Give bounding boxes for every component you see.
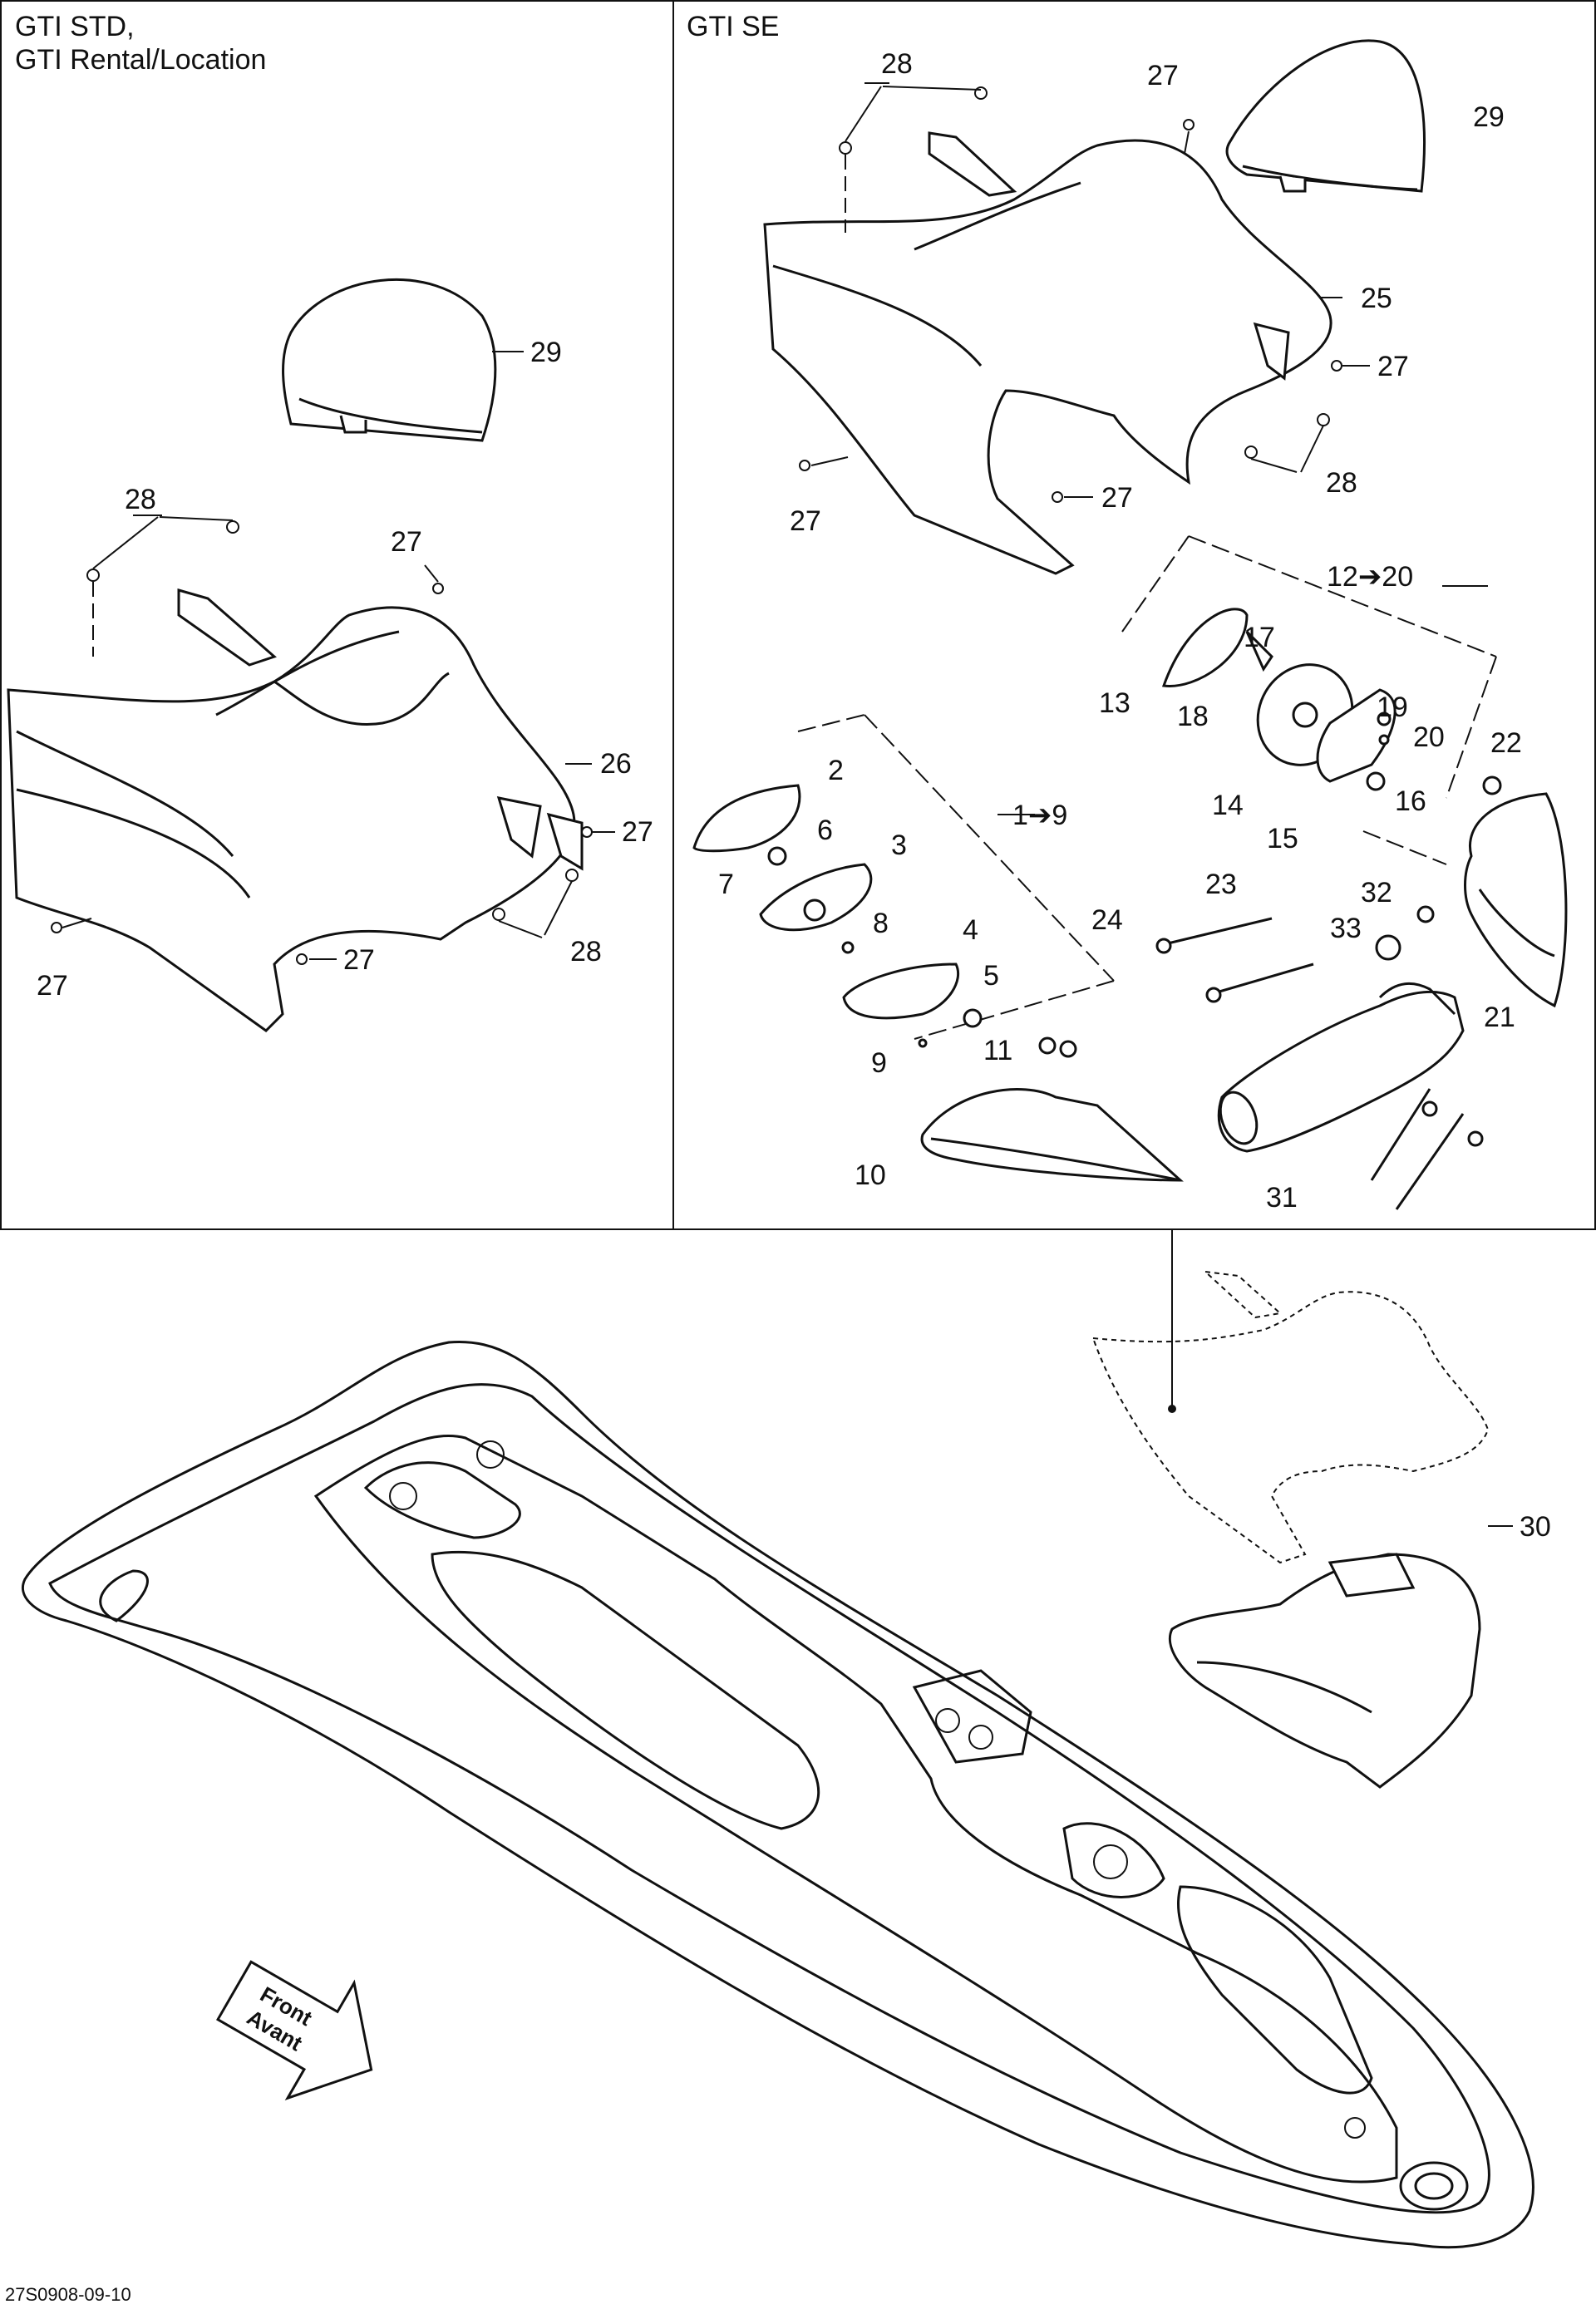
part-30	[1168, 1553, 1481, 1789]
callout-29: 29	[1473, 101, 1505, 133]
callout-27: 27	[343, 944, 375, 976]
callout-26: 26	[600, 748, 632, 780]
callout-28: 28	[570, 936, 602, 967]
callout-33: 33	[1330, 913, 1362, 944]
callout-4: 4	[963, 914, 978, 946]
callout-21: 21	[1484, 1002, 1515, 1033]
callout-29: 29	[530, 337, 562, 368]
callout-16: 16	[1395, 785, 1426, 817]
right-leader-lines	[810, 82, 1370, 498]
callout-28: 28	[1326, 467, 1357, 499]
callout-10: 10	[855, 1159, 886, 1191]
callout-25: 25	[1361, 283, 1392, 314]
callout-28: 28	[125, 484, 156, 515]
callout-30: 30	[1520, 1511, 1551, 1543]
right-body-cowling	[763, 131, 1332, 575]
callout-31: 31	[1266, 1182, 1298, 1214]
callout-27: 27	[1101, 482, 1133, 514]
callout-17: 17	[1244, 622, 1275, 653]
callout-32: 32	[1361, 877, 1392, 908]
gauge-parts-3-9	[759, 846, 1077, 1058]
right-fasteners	[799, 86, 1342, 503]
callout-11: 11	[983, 1035, 1012, 1066]
deck-holes	[389, 1440, 1366, 2139]
callout-18: 18	[1177, 701, 1209, 732]
callout-8: 8	[873, 908, 889, 939]
ghost-cowling	[1091, 1270, 1490, 1564]
panel-frames	[0, 0, 1596, 1230]
left-seat-cover	[282, 278, 497, 442]
callout-15: 15	[1267, 823, 1298, 854]
callout-7: 7	[718, 869, 734, 900]
cover-10	[920, 1088, 1184, 1182]
left-callouts: 29 28 27 26 27 27 27 28	[37, 337, 653, 1002]
callout-14: 14	[1212, 790, 1244, 821]
right-callouts: 28 27 29 25 27 27 27 28 12➔20 17 13 18 1…	[718, 48, 1522, 1214]
callout-13: 13	[1099, 687, 1130, 719]
callout-28: 28	[881, 48, 913, 80]
leader-dot	[1168, 1405, 1176, 1413]
subassembly-1-9	[797, 714, 1115, 1040]
cover-21	[1464, 792, 1568, 1008]
left-title-line1: GTI STD,	[15, 11, 135, 42]
subassembly-12-20	[1121, 535, 1497, 865]
drawing-code: 27S0908-09-10	[5, 2284, 131, 2305]
callout-20: 20	[1413, 721, 1445, 753]
callout-19: 19	[1377, 692, 1408, 723]
front-direction-arrow: Front Avant	[216, 1960, 373, 2100]
watercraft-deck	[22, 1340, 1534, 2249]
callout-22: 22	[1490, 727, 1522, 759]
callout-12-20: 12➔20	[1327, 561, 1413, 593]
callout-23: 23	[1205, 869, 1237, 900]
callout-27: 27	[1147, 60, 1179, 91]
left-title-line2: GTI Rental/Location	[15, 44, 267, 76]
callout-27: 27	[622, 816, 653, 848]
callout-27: 27	[391, 526, 422, 558]
lens-13	[1161, 608, 1249, 687]
gauge-parts-14-20	[1245, 630, 1502, 795]
callout-27: 27	[1377, 351, 1409, 382]
panel-title-right: GTI SE	[687, 11, 780, 42]
left-body-cowling	[7, 588, 584, 1032]
support-31	[1217, 982, 1465, 1153]
callout-1-9: 1➔9	[1012, 800, 1067, 831]
panel-title-left: GTI STD, GTI Rental/Location	[15, 10, 266, 76]
left-leader-lines	[62, 351, 615, 960]
callout-24: 24	[1091, 904, 1123, 936]
callout-27: 27	[790, 505, 821, 537]
right-seat-cover	[1225, 39, 1426, 193]
callout-2: 2	[828, 755, 844, 786]
callout-9: 9	[871, 1047, 887, 1079]
callout-6: 6	[817, 815, 833, 846]
lens-2	[692, 784, 801, 853]
callout-5: 5	[983, 960, 999, 992]
hardware-22-33	[1155, 905, 1484, 1210]
callout-27: 27	[37, 970, 68, 1002]
callout-3: 3	[891, 830, 907, 861]
